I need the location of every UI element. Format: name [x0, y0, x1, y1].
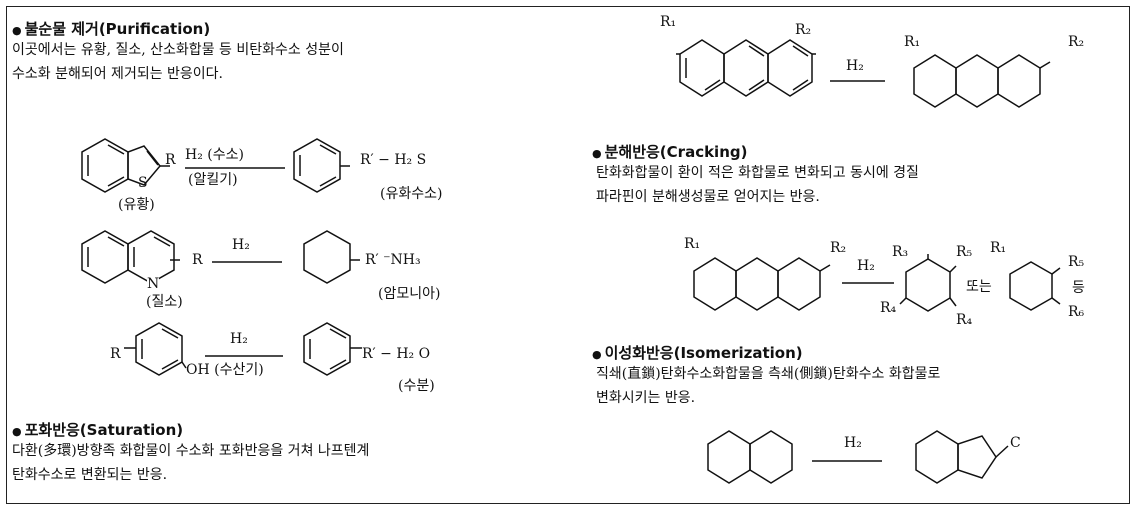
cyclohexane-product-structure: [899, 254, 957, 312]
reagent-h2-label: H₂: [857, 258, 875, 274]
r5-label: R₅: [956, 244, 973, 260]
reaction-arrow-3: [205, 355, 283, 357]
or-label: 또는: [966, 279, 992, 295]
reaction-arrow-1: [185, 167, 285, 169]
cracking-title: 분해반응(Cracking): [604, 143, 748, 161]
water-product-label: R′ − H₂ O: [362, 346, 431, 362]
reagent-h2-label: H₂: [230, 331, 248, 347]
r2-label: R₂: [1068, 34, 1085, 50]
isomerization-text: 직쇄(直鎖)탄화수소화합물을 측쇄(側鎖)탄화수소 화합물로 변화시키는 반응.: [596, 362, 940, 410]
h2s-product-label: R′ − H₂ S: [360, 152, 427, 168]
nitrogen-label: (질소): [146, 294, 183, 310]
isomerization-heading: ●이성화반응(Isomerization): [592, 342, 803, 363]
reagent-h2-label: H₂: [844, 435, 862, 451]
cracking-heading: ●분해반응(Cracking): [592, 141, 747, 162]
bullet-icon: ●: [592, 348, 602, 361]
phenol-structure: [124, 322, 187, 376]
hydrogen-sulfide-label: (유화수소): [380, 186, 443, 202]
hydroxyl-label: OH (수산기): [186, 362, 264, 378]
text-line: 변화시키는 반응.: [596, 390, 696, 406]
purification-text: 이곳에서는 유황, 질소, 산소화합물 등 비탄화수소 성분이 수소화 분해되어…: [12, 38, 344, 86]
r-label: R: [192, 252, 203, 268]
page-frame: [6, 6, 1130, 504]
r6-label: R₆: [1068, 304, 1085, 320]
decalin-structure: [707, 430, 793, 484]
alkyl-group-label: (알킬기): [188, 172, 238, 188]
reaction-arrow-4: [830, 80, 885, 82]
anthracene-structure: [676, 39, 816, 97]
isomerization-title: 이성화반응(Isomerization): [604, 344, 803, 362]
bullet-icon: ●: [12, 24, 22, 37]
water-label: (수분): [398, 378, 435, 394]
text-line: 파라핀이 분해생성물로 얻어지는 반응.: [596, 189, 820, 205]
quinoline-structure: N: [81, 230, 180, 292]
tricyclic-naphthene-structure: [693, 257, 831, 311]
saturation-heading: ●포화반응(Saturation): [12, 419, 183, 440]
nitrogen-atom-label: N: [147, 276, 159, 292]
text-line: 이곳에서는 유황, 질소, 산소화합물 등 비탄화수소 성분이: [12, 42, 344, 58]
reaction-arrow-2: [212, 261, 282, 263]
r3-label: R₃: [892, 244, 909, 260]
r4-label: R₄: [956, 312, 973, 328]
reagent-h2-label: H₂: [232, 237, 250, 253]
r2-label: R₂: [795, 22, 812, 38]
cracking-text: 탄화화합물이 환이 적은 화합물로 변화되고 동시에 경질 파라핀이 분해생성물…: [596, 161, 919, 209]
reagent-h2-label: H₂ (수소): [185, 147, 244, 163]
methylhydrindane-structure: [915, 430, 1009, 484]
bullet-icon: ●: [12, 425, 22, 438]
perhydroanthracene-structure: [913, 54, 1051, 108]
r1-label: R₁: [990, 240, 1007, 256]
sulfur-atom-label: S: [138, 175, 148, 191]
cyclohexane-product-structure: [1009, 261, 1061, 311]
ammonia-label: (암모니아): [378, 286, 441, 302]
text-line: 탄화수소로 변환되는 반응.: [12, 467, 168, 483]
text-line: 직쇄(直鎖)탄화수소화합물을 측쇄(側鎖)탄화수소 화합물로: [596, 366, 941, 382]
saturation-text: 다환(多環)방향족 화합물이 수소화 포화반응을 거쳐 나프텐계 탄화수소로 변…: [12, 439, 369, 487]
etc-label: 등: [1072, 280, 1085, 296]
ammonia-product-label: R′ ⁻NH₃: [365, 252, 421, 268]
r2-label: R₂: [830, 240, 847, 256]
reagent-h2-label: H₂: [846, 58, 864, 74]
r-label: R: [165, 152, 176, 168]
text-line: 수소화 분해되어 제거되는 반응이다.: [12, 66, 223, 82]
r-label: R: [110, 346, 121, 362]
r4-label: R₄: [880, 300, 897, 316]
r1-label: R₁: [660, 14, 677, 30]
text-line: 다환(多環)방향족 화합물이 수소화 포화반응을 거쳐 나프텐계: [12, 443, 370, 459]
methyl-carbon-label: C: [1010, 435, 1021, 451]
benzene-product-structure: [303, 322, 362, 376]
r1-label: R₁: [904, 34, 921, 50]
reaction-arrow-5: [842, 282, 894, 284]
text-line: 탄화화합물이 환이 적은 화합물로 변화되고 동시에 경질: [596, 165, 919, 181]
r1-label: R₁: [684, 236, 701, 252]
sulfur-label: (유황): [118, 197, 155, 213]
purification-title: 불순물 제거(Purification): [24, 20, 211, 38]
saturation-title: 포화반응(Saturation): [24, 421, 184, 439]
r5-label: R₅: [1068, 254, 1085, 270]
cyclohexane-product-structure: [303, 230, 360, 284]
bullet-icon: ●: [592, 147, 602, 160]
reaction-arrow-6: [812, 460, 882, 462]
purification-heading: ●불순물 제거(Purification): [12, 18, 210, 39]
benzene-product-structure: [293, 138, 350, 193]
benzothiophene-structure: S: [81, 138, 170, 193]
